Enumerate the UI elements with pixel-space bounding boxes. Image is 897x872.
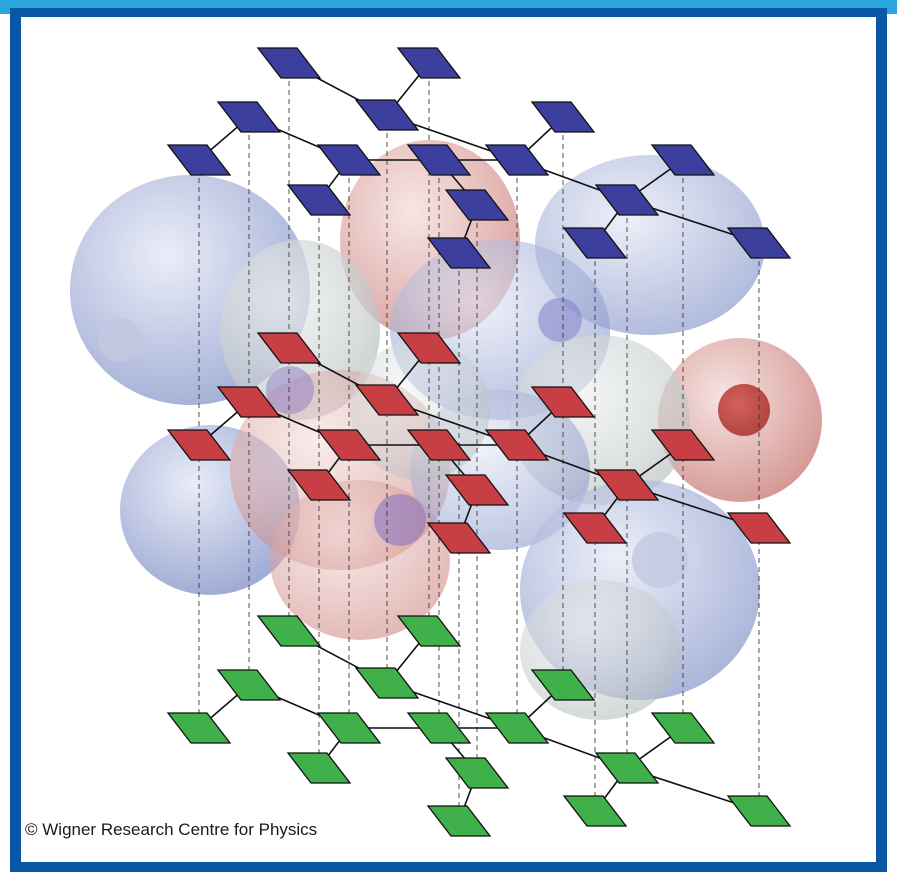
tensor-node-bottom	[216, 669, 282, 701]
tensor-layer-bottom	[166, 615, 792, 837]
tensor-node-middle	[166, 429, 232, 461]
tensor-node-bottom	[726, 795, 792, 827]
frame-border-bottom	[10, 862, 887, 872]
frame-border-right	[876, 8, 887, 864]
tensor-node-bottom	[316, 712, 382, 744]
tensor-node-top	[594, 184, 660, 216]
tensor-node-top	[426, 237, 492, 269]
tensor-node-middle	[406, 429, 472, 461]
tensor-node-middle	[530, 386, 596, 418]
tensor-node-top	[650, 144, 716, 176]
surface-blob	[632, 532, 688, 588]
tensor-node-middle	[562, 512, 628, 544]
tensor-layer-top	[166, 47, 792, 269]
tensor-node-bottom	[286, 752, 352, 784]
tensor-node-top	[286, 184, 352, 216]
tensor-node-bottom	[530, 669, 596, 701]
tensor-node-top	[316, 144, 382, 176]
frame-border-left	[10, 8, 21, 864]
surface-blob	[718, 384, 770, 436]
tensor-node-middle	[594, 469, 660, 501]
tensor-node-top	[726, 227, 792, 259]
tensor-node-top	[256, 47, 322, 79]
tensor-node-middle	[444, 474, 510, 506]
tensor-node-top	[396, 47, 462, 79]
illustration-canvas	[21, 17, 876, 862]
tensor-node-bottom	[426, 805, 492, 837]
surface-blob	[538, 298, 582, 342]
tensor-node-top	[444, 189, 510, 221]
tensor-node-bottom	[594, 752, 660, 784]
tensor-node-middle	[286, 469, 352, 501]
tensor-node-middle	[650, 429, 716, 461]
tensor-node-middle	[484, 429, 550, 461]
surface-blob	[520, 580, 680, 720]
tensor-node-bottom	[562, 795, 628, 827]
surface-blob	[98, 318, 142, 362]
tensor-layer-middle	[166, 332, 792, 554]
tensor-node-bottom	[444, 757, 510, 789]
tensor-node-top	[530, 101, 596, 133]
tensor-node-middle	[216, 386, 282, 418]
tensor-node-bottom	[484, 712, 550, 744]
tensor-node-bottom	[406, 712, 472, 744]
tensor-node-middle	[426, 522, 492, 554]
molecule-tensor-network-illustration	[70, 47, 822, 837]
tensor-node-bottom	[650, 712, 716, 744]
copyright-credit: © Wigner Research Centre for Physics	[25, 820, 318, 839]
tensor-node-top	[562, 227, 628, 259]
tensor-node-middle	[256, 332, 322, 364]
tensor-node-top	[354, 99, 420, 131]
tensor-node-middle	[726, 512, 792, 544]
tensor-node-middle	[316, 429, 382, 461]
tensor-node-middle	[396, 332, 462, 364]
tensor-node-top	[406, 144, 472, 176]
tensor-node-top	[216, 101, 282, 133]
tensor-node-bottom	[354, 667, 420, 699]
surface-blob	[374, 494, 426, 546]
tensor-node-bottom	[396, 615, 462, 647]
tensor-node-top	[484, 144, 550, 176]
tensor-node-bottom	[166, 712, 232, 744]
tensor-node-middle	[354, 384, 420, 416]
tensor-node-bottom	[256, 615, 322, 647]
surface-blob	[266, 366, 314, 414]
tensor-node-top	[166, 144, 232, 176]
frame-border-top	[10, 8, 887, 17]
